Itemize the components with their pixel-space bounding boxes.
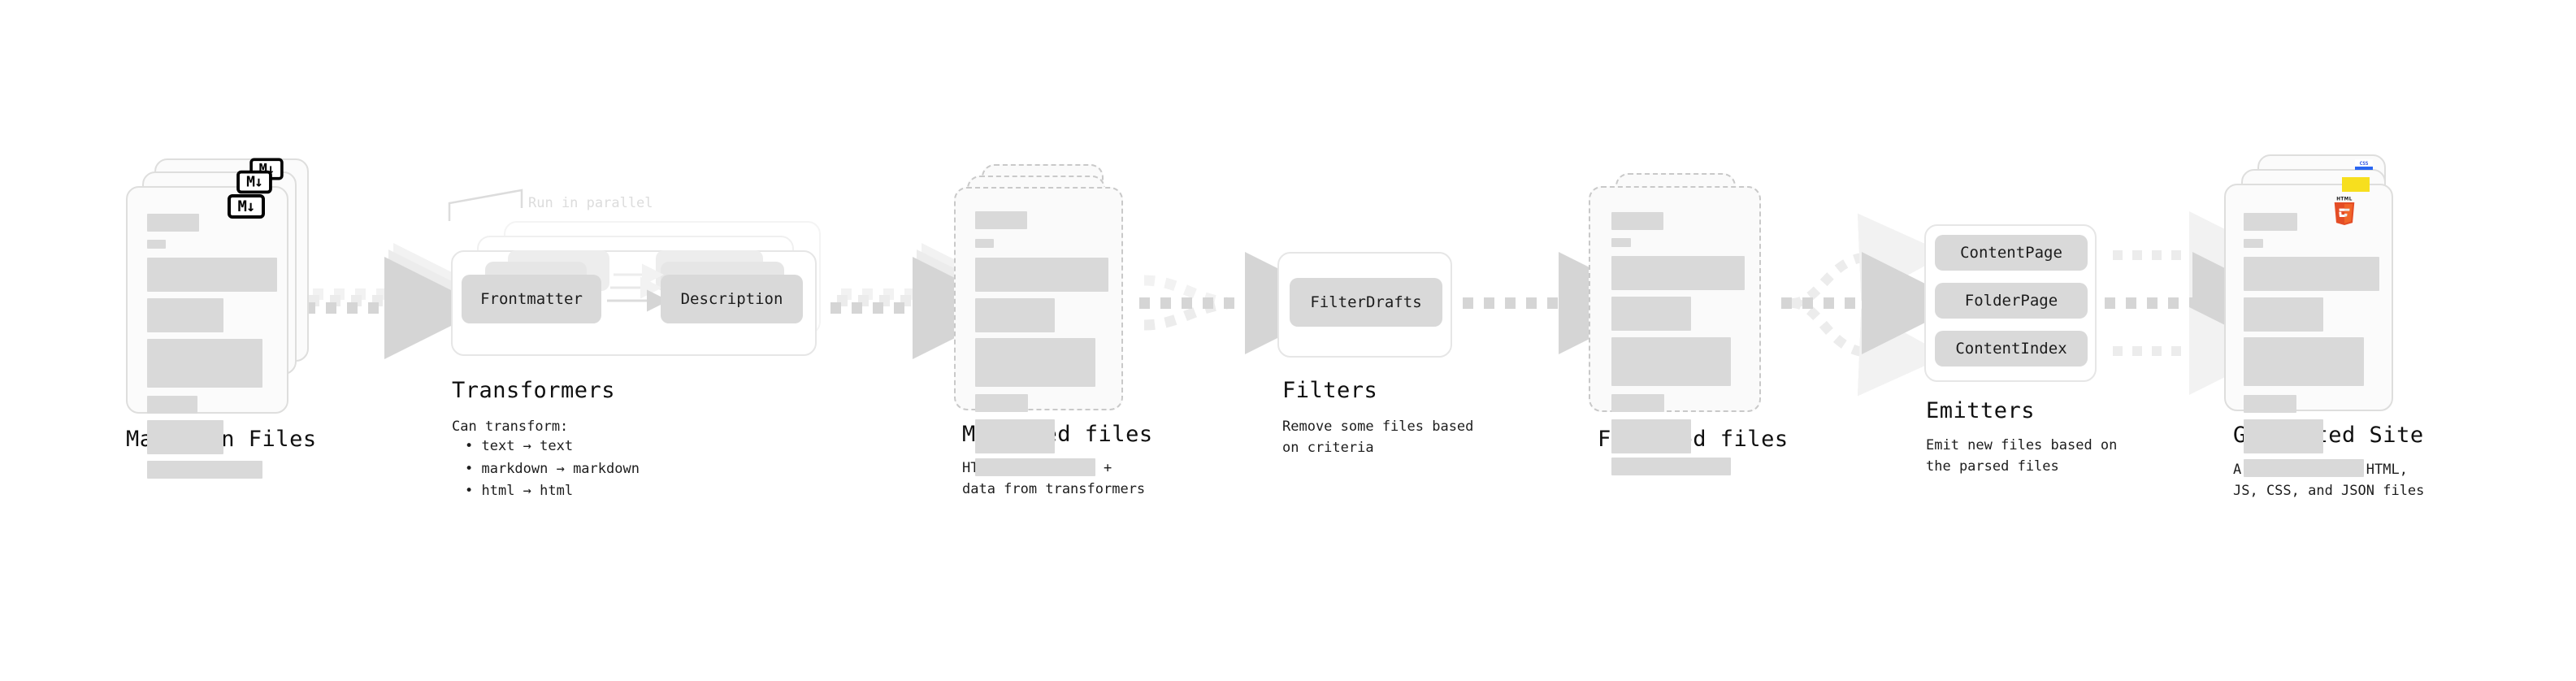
skeleton-bar [975,419,1055,453]
skeleton-bar [1611,212,1663,230]
markdown-icon: M↓ [236,170,272,194]
css-icon: CSS [2355,159,2373,170]
transformers-bullet-list: • text → text • markdown → markdown • ht… [465,436,640,503]
skeleton-bar [975,394,1028,412]
generated-site-card-stack: CSS HTML [2224,154,2438,477]
skeleton-bar [1611,297,1691,331]
bullet-item: • html → html [465,483,574,500]
skeleton-bar [2244,257,2379,291]
skeleton-bar [2244,239,2263,248]
bullet-text: text → text [481,438,574,454]
skeleton-bar [1611,458,1731,475]
markdown-files-card-stack: M↓ M↓ M↓ [122,158,325,479]
skeleton-bar [147,298,223,332]
skeleton-bar [2244,459,2364,477]
run-in-parallel-label: Run in parallel [528,195,653,211]
markdown-card-front [126,186,288,479]
emitters-group: ContentPage FolderPage ContentIndex [1924,224,2111,387]
bullet-text: markdown → markdown [481,460,640,477]
connector-transformers-to-modified [830,243,1024,359]
skeleton-bar [147,461,262,479]
chip-content-page[interactable]: ContentPage [1935,235,2088,271]
transformers-subtitle: Can transform: [452,419,569,435]
html5-icon: HTML [2331,197,2358,229]
markdown-icon: M↓ [228,194,265,219]
skeleton-bar [2244,395,2296,413]
modified-card-front [954,187,1123,476]
skeleton-bar [1611,419,1691,453]
skeleton-bar [147,240,166,249]
skeleton-bar [975,338,1095,387]
filtered-card-front [1589,186,1761,475]
connector-emitters-to-site [2105,211,2295,395]
skeleton-bar [975,211,1027,229]
site-card-front [2224,184,2393,477]
skeleton-bar [975,239,994,248]
css-icon-bar [2355,167,2373,170]
transformers-group: Frontmatter Description [443,203,825,366]
skeleton-bar [975,458,1095,476]
filters-subtitle: Remove some files based on criteria [1282,419,1474,457]
chip-content-index[interactable]: ContentIndex [1935,331,2088,367]
skeleton-bar [147,396,197,414]
skeleton-bar [147,214,199,232]
skeleton-bar [1611,238,1631,247]
filters-group: FilterDrafts [1277,252,1456,362]
skeleton-bar [975,298,1055,332]
skeleton-bar [1611,337,1731,386]
chip-filter-drafts[interactable]: FilterDrafts [1290,278,1442,327]
chip-frontmatter[interactable]: Frontmatter [462,275,601,323]
skeleton-bar [2244,213,2297,231]
js-icon [2342,177,2370,192]
modified-files-card-stack [954,163,1160,476]
filtered-files-card-stack [1589,167,1796,475]
transformer-inner-arrows [607,263,669,312]
skeleton-bar [975,258,1108,292]
skeleton-bar [147,420,223,454]
chip-description[interactable]: Description [661,275,803,323]
skeleton-bar [147,258,277,292]
bullet-item: • markdown → markdown [465,460,640,477]
chip-folder-page[interactable]: FolderPage [1935,283,2088,319]
skeleton-bar [1611,394,1664,412]
svg-text:HTML: HTML [2336,197,2353,202]
css-icon-text: CSS [2359,161,2369,167]
stage-title-emitters: Emitters [1926,398,2036,423]
skeleton-bar [147,339,262,388]
bullet-text: html → html [481,483,574,500]
skeleton-bar [2244,337,2364,386]
bullet-item: • text → text [465,438,574,454]
stage-title-transformers: Transformers [452,378,616,403]
skeleton-bar [1611,256,1745,290]
skeleton-bar [2244,419,2323,453]
stage-title-filters: Filters [1282,378,1378,403]
skeleton-bar [2244,297,2323,332]
emitters-subtitle: Emit new files based on the parsed files [1926,437,2118,475]
